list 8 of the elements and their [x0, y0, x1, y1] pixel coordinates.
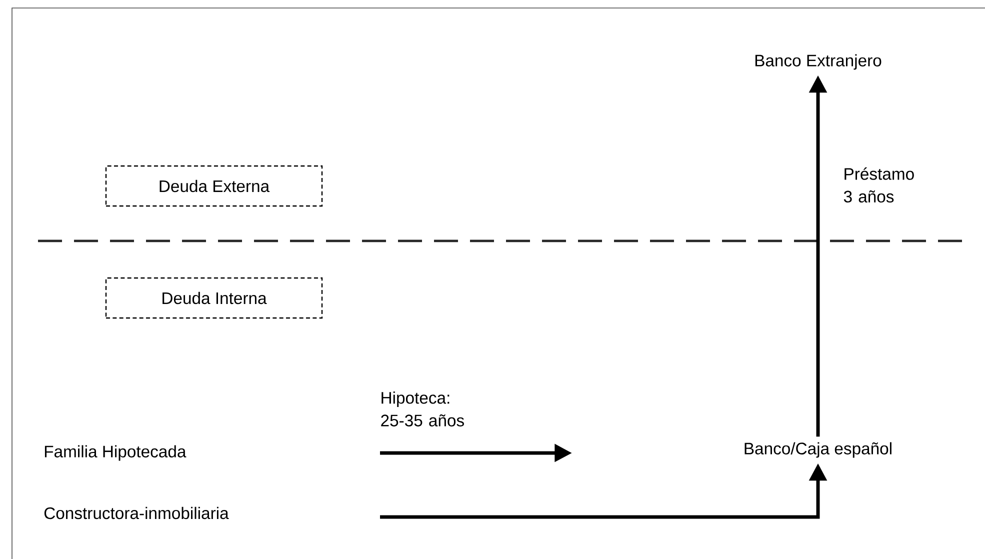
arrow-label: Hipoteca: 25-35 años — [381, 392, 464, 426]
dashed-label-box: Deuda Interna — [105, 277, 323, 319]
node-label: Banco Extranjero — [755, 54, 882, 70]
dashed-label-box: Deuda Externa — [105, 165, 323, 207]
edge-label: Préstamo 3 años — [843, 167, 928, 203]
node-label: Familia Hipotecada — [44, 445, 186, 461]
node-label: Banco/Caja español — [744, 442, 892, 458]
node-label: Constructora-inmobiliaria — [44, 506, 229, 520]
